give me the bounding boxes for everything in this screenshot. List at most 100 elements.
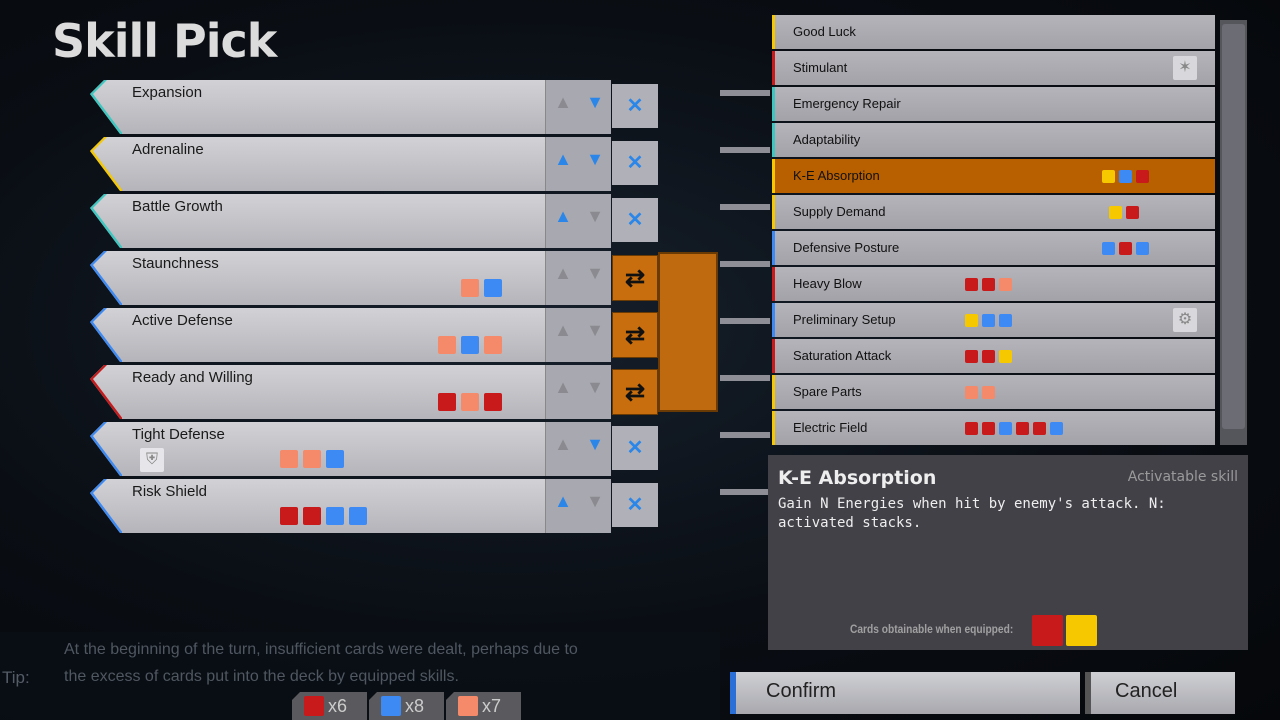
- skill-swatches: [1102, 242, 1153, 255]
- connector-line: [720, 90, 770, 96]
- swatch-yellow: [1109, 206, 1122, 219]
- move-controls: ▲▼: [545, 308, 611, 362]
- skill-slot[interactable]: Tight Defense⛨: [90, 422, 545, 476]
- scrollbar-thumb[interactable]: [1222, 24, 1245, 429]
- swatch-salmon: [280, 450, 298, 468]
- swatch-salmon: [965, 386, 978, 399]
- move-controls: ▲▼: [545, 80, 611, 134]
- detail-kind: Activatable skill: [1127, 469, 1238, 485]
- swatch-salmon: [303, 450, 321, 468]
- move-down-button[interactable]: ▼: [586, 149, 604, 169]
- swatch-red: [965, 278, 978, 291]
- swatch-yellow: [965, 314, 978, 327]
- gear-icon: ⚙: [1173, 308, 1197, 332]
- page-title: Skill Pick: [52, 14, 277, 68]
- move-down-button[interactable]: ▼: [586, 92, 604, 112]
- skill-slot[interactable]: Adrenaline: [90, 137, 545, 191]
- skill-name: K-E Absorption: [793, 168, 880, 183]
- swap-button[interactable]: ⇄: [612, 369, 658, 415]
- skill-list-item[interactable]: Defensive Posture: [772, 231, 1215, 265]
- move-up-button[interactable]: ▲: [554, 206, 572, 226]
- skill-name: Good Luck: [793, 24, 856, 39]
- skill-slot[interactable]: Active Defense: [90, 308, 545, 362]
- swatch-blue: [349, 507, 367, 525]
- slot-swatches: [438, 336, 507, 354]
- move-down-button[interactable]: ▼: [586, 263, 604, 283]
- skill-list-item[interactable]: K-E Absorption: [772, 159, 1215, 193]
- detail-description: Gain N Energies when hit by enemy's atta…: [778, 496, 1166, 531]
- card-count: x7: [446, 692, 521, 720]
- move-up-button[interactable]: ▲: [554, 263, 572, 283]
- cards-label: Cards obtainable when equipped:: [850, 622, 1014, 636]
- card-icon-yellow: [1066, 615, 1097, 646]
- remove-button[interactable]: ✕: [612, 198, 658, 242]
- slot-swatches: [280, 507, 372, 525]
- skill-list-item[interactable]: Good Luck: [772, 15, 1215, 49]
- swap-button[interactable]: ⇄: [612, 312, 658, 358]
- move-up-button[interactable]: ▲: [554, 320, 572, 340]
- cancel-button[interactable]: Cancel: [1085, 672, 1235, 714]
- skill-list-item[interactable]: Emergency Repair: [772, 87, 1215, 121]
- skill-swatches: [965, 314, 1016, 327]
- move-down-button[interactable]: ▼: [586, 377, 604, 397]
- card-icon-blue: [381, 696, 401, 716]
- swatch-blue: [1102, 242, 1115, 255]
- skill-slot[interactable]: Risk Shield: [90, 479, 545, 533]
- swatch-red: [280, 507, 298, 525]
- slot-name: Risk Shield: [132, 483, 208, 500]
- connector-line: [720, 318, 770, 324]
- swatch-red: [484, 393, 502, 411]
- remove-button[interactable]: ✕: [612, 84, 658, 128]
- skill-swatches: [965, 350, 1016, 363]
- swatch-red: [1136, 170, 1149, 183]
- remove-button[interactable]: ✕: [612, 141, 658, 185]
- connector-line: [720, 261, 770, 267]
- move-controls: ▲▼: [545, 137, 611, 191]
- slot-swatches: [280, 450, 349, 468]
- move-up-button[interactable]: ▲: [554, 149, 572, 169]
- swatch-blue: [461, 336, 479, 354]
- remove-button[interactable]: ✕: [612, 426, 658, 470]
- skill-list-item[interactable]: Stimulant✶: [772, 51, 1215, 85]
- skill-list-scrollbar[interactable]: [1220, 20, 1247, 445]
- skill-list-item[interactable]: Electric Field: [772, 411, 1215, 445]
- swatch-salmon: [982, 386, 995, 399]
- skill-slot[interactable]: Ready and Willing: [90, 365, 545, 419]
- figure-burst-icon: ✶: [1173, 56, 1197, 80]
- move-up-button[interactable]: ▲: [554, 377, 572, 397]
- connector-line: [720, 204, 770, 210]
- move-down-button[interactable]: ▼: [586, 320, 604, 340]
- skill-list-item[interactable]: Saturation Attack: [772, 339, 1215, 373]
- skill-slot[interactable]: Battle Growth: [90, 194, 545, 248]
- move-down-button[interactable]: ▼: [586, 206, 604, 226]
- slot-name: Staunchness: [132, 255, 219, 272]
- move-down-button[interactable]: ▼: [586, 434, 604, 454]
- skill-list-item[interactable]: Heavy Blow: [772, 267, 1215, 301]
- skill-name: Preliminary Setup: [793, 312, 896, 327]
- swatch-red: [438, 393, 456, 411]
- swatch-red: [965, 350, 978, 363]
- move-down-button[interactable]: ▼: [586, 491, 604, 511]
- move-up-button[interactable]: ▲: [554, 92, 572, 112]
- swatch-salmon: [484, 336, 502, 354]
- move-up-button[interactable]: ▲: [554, 491, 572, 511]
- remove-button[interactable]: ✕: [612, 483, 658, 527]
- card-count-value: x6: [328, 696, 348, 716]
- swap-bracket: [658, 252, 718, 412]
- skill-swatches: [965, 386, 999, 399]
- skill-list-item[interactable]: Preliminary Setup ⚙: [772, 303, 1215, 337]
- skill-list-item[interactable]: Supply Demand: [772, 195, 1215, 229]
- swatch-red: [1016, 422, 1029, 435]
- swap-button[interactable]: ⇄: [612, 255, 658, 301]
- skill-slot[interactable]: Expansion: [90, 80, 545, 134]
- move-up-button[interactable]: ▲: [554, 434, 572, 454]
- swatch-red: [303, 507, 321, 525]
- skill-name: Electric Field: [793, 420, 868, 435]
- skill-list-item[interactable]: Spare Parts: [772, 375, 1215, 409]
- skill-slot[interactable]: Staunchness: [90, 251, 545, 305]
- swatch-salmon: [438, 336, 456, 354]
- skill-list-item[interactable]: Adaptability: [772, 123, 1215, 157]
- swatch-blue: [326, 450, 344, 468]
- connector-line: [720, 489, 770, 495]
- confirm-button[interactable]: Confirm: [730, 672, 1080, 714]
